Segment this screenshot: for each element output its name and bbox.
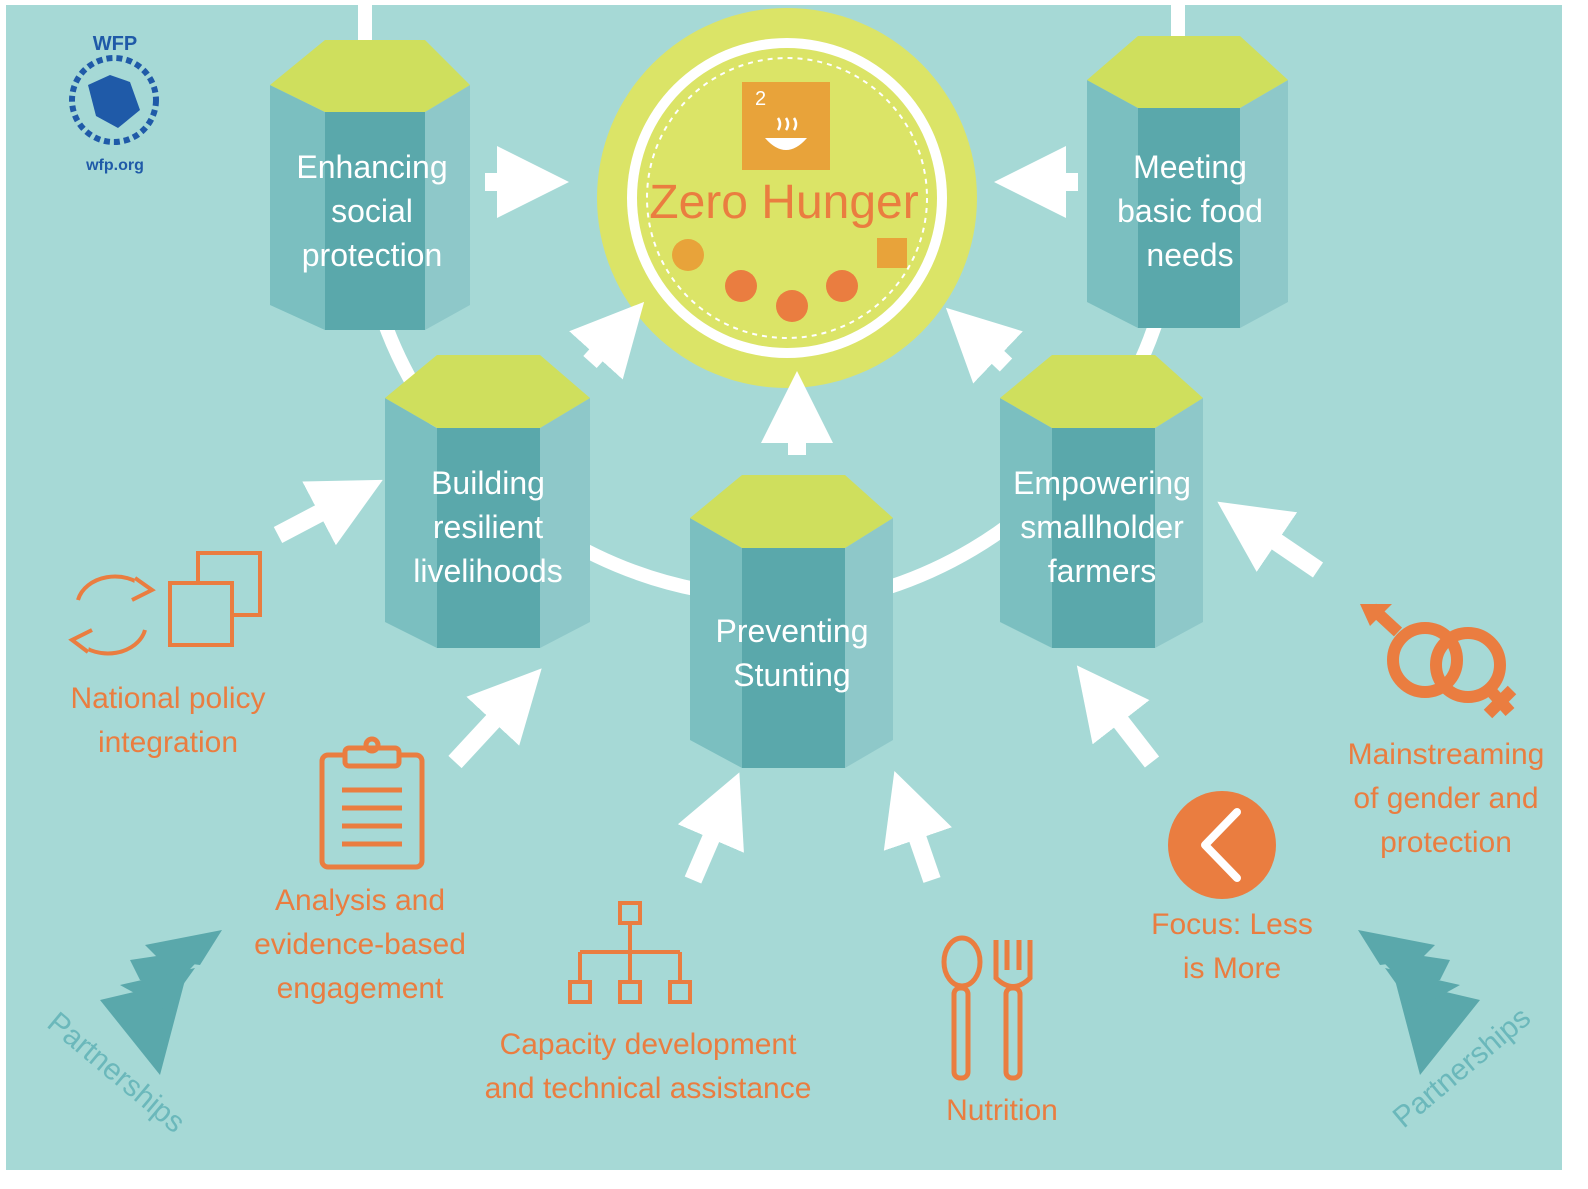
enabler-capacity: Capacity development and technical assis…: [485, 901, 812, 1105]
pillar-resilient-livelihoods: Building resilient livelihoods: [385, 355, 590, 648]
mini-goal-icon-3: [776, 290, 808, 322]
enabler-label-line: evidence-based: [254, 928, 466, 961]
enabler-gender: Mainstreaming of gender and protection: [1348, 603, 1545, 859]
hierarchy-icon: [568, 901, 692, 1004]
enabler-label-line: National policy: [70, 682, 265, 715]
enabler-label-line: Mainstreaming: [1348, 738, 1545, 771]
zero-hunger-circle: 2 Zero Hunger: [597, 8, 977, 388]
bowl-icon: [765, 138, 807, 150]
pillar-label-line: Meeting: [1133, 149, 1247, 185]
arrow-analysis-to-resilient: [448, 668, 542, 769]
enabler-label-line: and technical assistance: [485, 1072, 812, 1105]
mini-goal-icon-1: [672, 239, 704, 271]
zero-hunger-title: Zero Hunger: [649, 176, 918, 229]
pillar-preventing-stunting: Preventing Stunting: [690, 475, 893, 768]
enabler-label-line: Focus: Less: [1151, 908, 1313, 941]
pillar-label-line: Empowering: [1013, 465, 1191, 501]
sdg-number: 2: [755, 88, 766, 110]
pillar-label-line: Stunting: [733, 657, 850, 693]
arrow-gender-to-smallholder: [1217, 501, 1324, 578]
spoon-fork-icon: [941, 935, 1033, 1081]
enabler-label-line: Nutrition: [946, 1094, 1058, 1127]
sdg2-icon: [742, 82, 830, 170]
mini-goal-icon-2: [725, 270, 757, 302]
pillar-label-line: resilient: [433, 509, 543, 545]
pillar-label-line: Preventing: [716, 613, 869, 649]
pillar-label-line: protection: [302, 237, 443, 273]
enabler-label-line: is More: [1183, 952, 1281, 985]
goal-dashed-ring: [646, 57, 928, 339]
arrow-focus-to-smallholder: [1076, 665, 1160, 768]
pillar-label-line: Enhancing: [296, 149, 447, 185]
wfp-logo: WFP wfp.org: [69, 33, 159, 174]
mini-goal-icon-5: [877, 238, 907, 268]
pillar-label-line: social: [331, 193, 413, 229]
pillar-social-protection: Enhancing social protection: [270, 40, 470, 330]
pillar-basic-food-needs: Meeting basic food needs: [1087, 36, 1288, 328]
enabler-nutrition: Nutrition: [941, 935, 1058, 1127]
pillar-label-line: Building: [431, 465, 545, 501]
arrow-resilient-to-goal: [569, 301, 645, 380]
pillar-label-line: livelihoods: [413, 553, 562, 589]
enabler-label-line: protection: [1380, 826, 1512, 859]
arrows: [273, 146, 1324, 884]
chevron-stack-icon: [100, 930, 222, 1075]
wfp-logo-name: WFP: [93, 33, 137, 55]
enabler-analysis: Analysis and evidence-based engagement: [254, 736, 466, 1005]
enabler-label-line: Analysis and: [275, 884, 445, 917]
male-arrow-icon: [1360, 604, 1392, 626]
chevron-stack-icon: [1358, 930, 1480, 1075]
arrow-smallholder-to-goal: [945, 307, 1023, 384]
wfp-emblem-icon: [88, 75, 140, 128]
enabler-label-line: Capacity development: [500, 1028, 798, 1061]
goal-inner-disc: [637, 48, 937, 348]
enabler-focus: Focus: Less is More: [1151, 791, 1313, 985]
enabler-label-line: integration: [98, 726, 238, 759]
mini-goal-icon-4: [826, 270, 858, 302]
chevron-left-icon: [1201, 808, 1241, 882]
documents-icon: [168, 551, 262, 647]
pillar-label-line: farmers: [1048, 553, 1156, 589]
arrow-policy-to-resilient: [273, 479, 383, 546]
pillar-label-line: basic food: [1117, 193, 1263, 229]
enabler-label-line: engagement: [277, 972, 444, 1005]
pillar-label-line: needs: [1146, 237, 1233, 273]
cycle-icon: [68, 574, 156, 656]
enabler-label-line: of gender and: [1353, 782, 1538, 815]
steam-icon: [776, 117, 798, 131]
focus-circle-icon: [1168, 791, 1276, 899]
pillar-smallholder-farmers: Empowering smallholder farmers: [1000, 355, 1203, 648]
enabler-national-policy: National policy integration: [68, 551, 266, 759]
arrow-nutrition-to-stunting: [883, 770, 952, 883]
laurel-wreath-icon: [69, 55, 159, 145]
pillar-label-line: smallholder: [1020, 509, 1184, 545]
clipboard-icon: [319, 736, 425, 870]
wfp-logo-url: wfp.org: [85, 157, 144, 174]
arrow-capacity-to-stunting: [677, 772, 744, 884]
